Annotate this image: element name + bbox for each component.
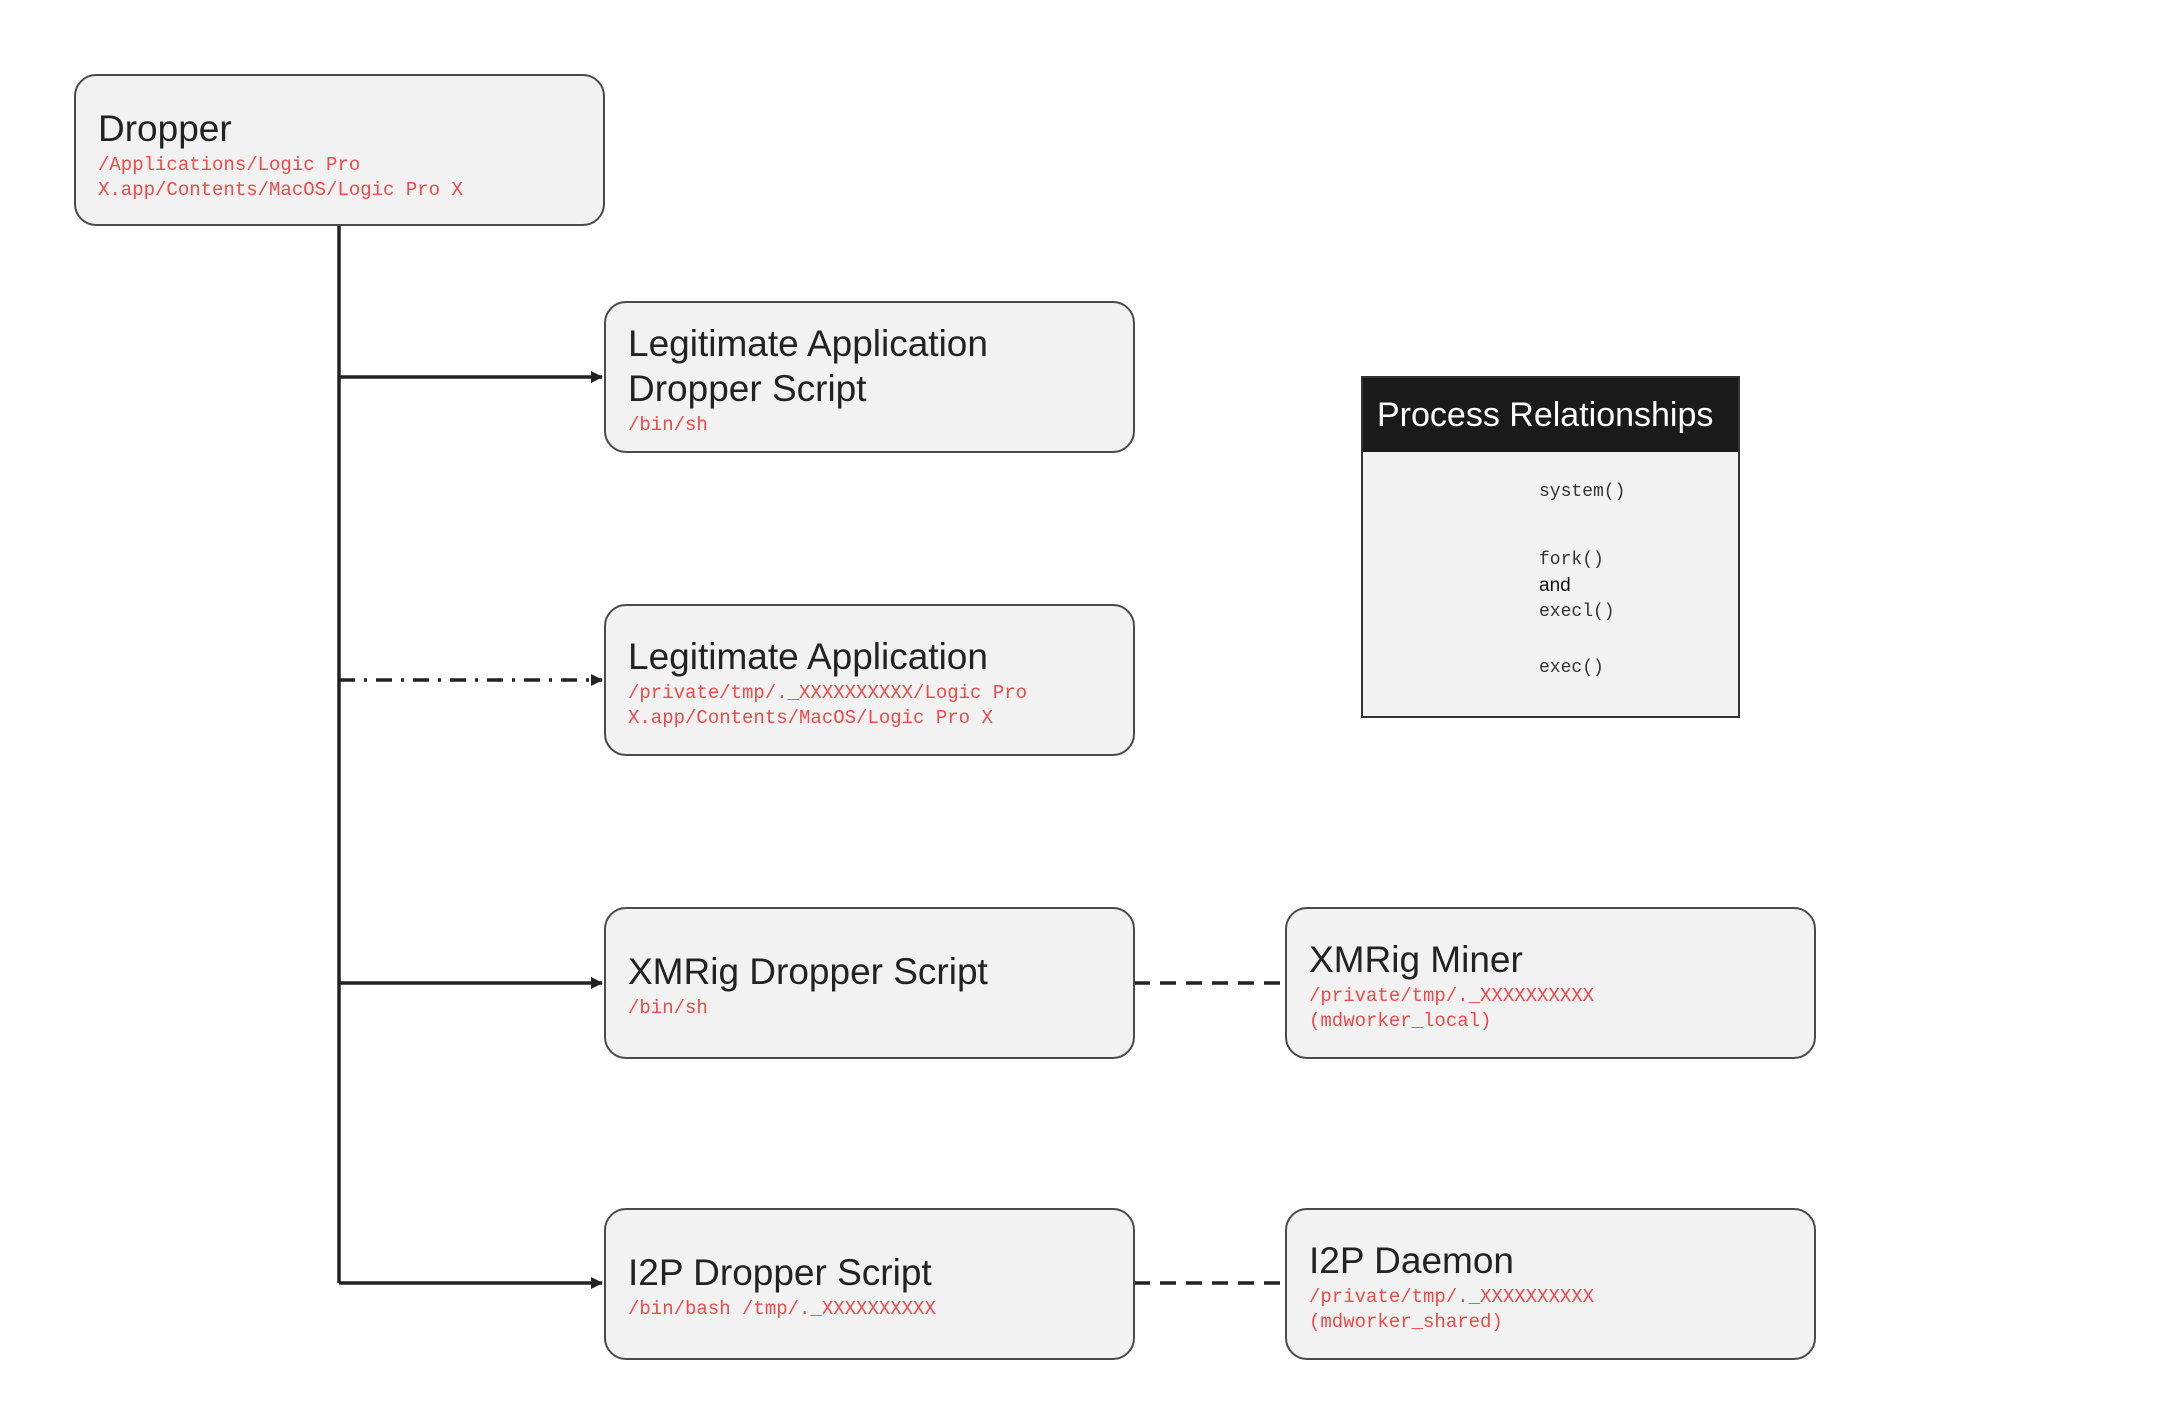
legend-label-exec: exec() (1539, 658, 1604, 678)
legend-box: Process Relationships (1361, 376, 1740, 718)
legend-title: Process Relationships (1363, 378, 1738, 452)
node-path: /bin/sh (628, 997, 708, 1020)
legend-label-system: system() (1539, 482, 1626, 502)
node-legit-app: Legitimate Application /private/tmp/._XX… (604, 604, 1135, 756)
node-path: /bin/sh (628, 414, 708, 437)
node-path: /bin/bash /tmp/._XXXXXXXXXX (628, 1298, 936, 1321)
node-path: /private/tmp/._XXXXXXXXXX (mdworker_shar… (1309, 1286, 1595, 1334)
node-title: Dropper (98, 108, 232, 149)
node-path: /private/tmp/._XXXXXXXXXX (mdworker_loca… (1309, 985, 1595, 1033)
node-path: /Applications/Logic Pro X.app/Contents/M… (98, 154, 463, 202)
node-title: I2P Daemon (1309, 1240, 1514, 1281)
node-title: I2P Dropper Script (628, 1252, 932, 1293)
node-i2p-dropper-script: I2P Dropper Script /bin/bash /tmp/._XXXX… (604, 1208, 1135, 1360)
node-title: XMRig Dropper Script (628, 951, 988, 992)
node-legit-dropper-script: Legitimate Application Dropper Script /b… (604, 301, 1135, 453)
node-dropper: Dropper /Applications/Logic Pro X.app/Co… (74, 74, 605, 226)
node-title: XMRig Miner (1309, 939, 1523, 980)
node-xmrig-miner: XMRig Miner /private/tmp/._XXXXXXXXXX (m… (1285, 907, 1816, 1059)
node-i2p-daemon: I2P Daemon /private/tmp/._XXXXXXXXXX (md… (1285, 1208, 1816, 1360)
node-xmrig-dropper-script: XMRig Dropper Script /bin/sh (604, 907, 1135, 1059)
node-title: Legitimate Application Dropper Script (628, 323, 988, 410)
legend-label-fork-execl: fork() and execl() (1539, 550, 1615, 622)
node-title: Legitimate Application (628, 636, 988, 677)
node-path: /private/tmp/._XXXXXXXXXX/Logic Pro X.ap… (628, 682, 1028, 730)
